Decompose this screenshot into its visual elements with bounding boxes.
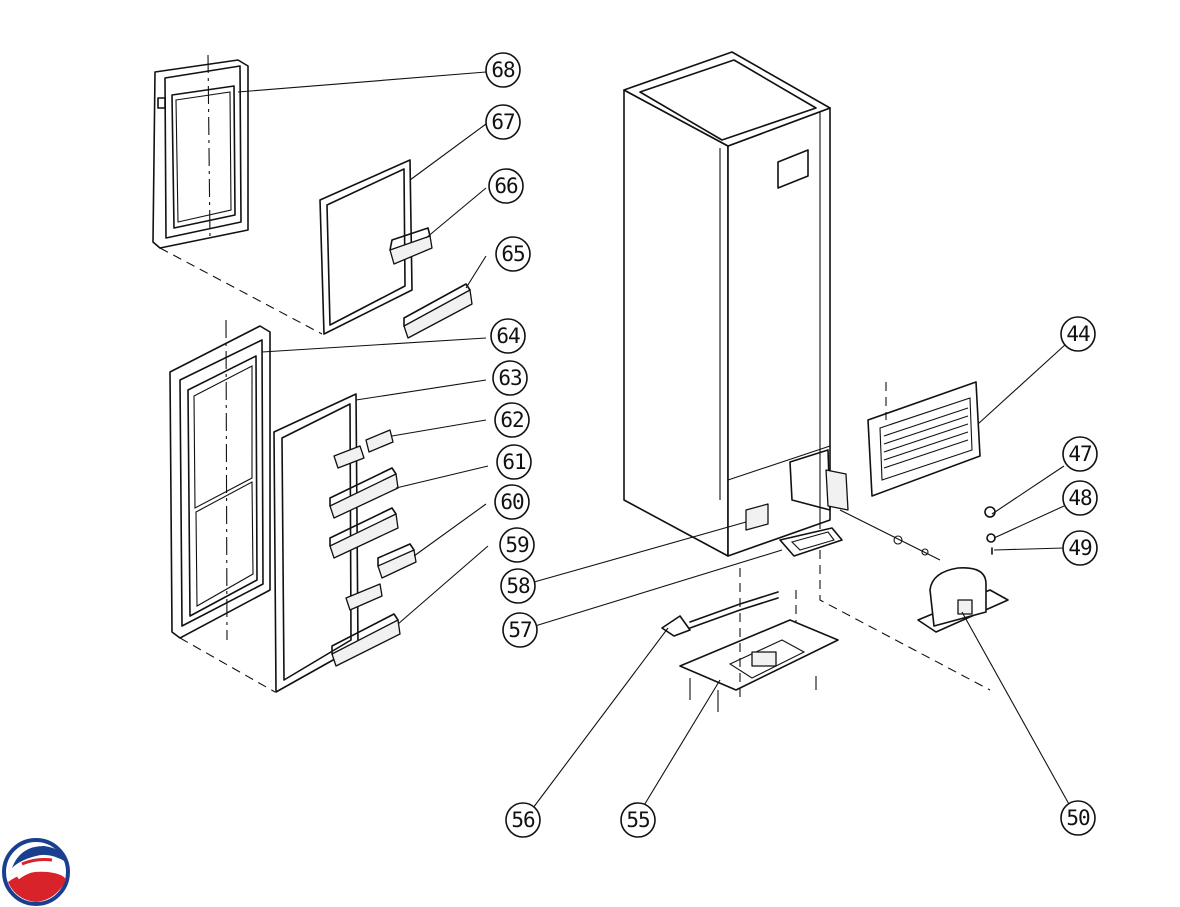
- fridge-cabinet: [623, 51, 849, 557]
- callout-61: 61: [496, 444, 532, 480]
- power-cord: [661, 591, 779, 637]
- svg-text:64: 64: [496, 324, 520, 348]
- callout-60: 60: [494, 484, 530, 520]
- freezer-door-shelf-long: [403, 283, 473, 339]
- svg-text:58: 58: [506, 574, 530, 598]
- drip-tray: [779, 527, 843, 557]
- fridge-door: [169, 319, 271, 641]
- svg-text:66: 66: [494, 174, 518, 198]
- relay-box: [745, 503, 769, 531]
- svg-text:59: 59: [505, 533, 529, 557]
- grommet-parts: [984, 506, 996, 555]
- svg-text:68: 68: [491, 58, 515, 82]
- svg-text:48: 48: [1068, 486, 1092, 510]
- callout-66: 66: [488, 168, 524, 204]
- callout-47: 47: [1062, 436, 1098, 472]
- svg-text:67: 67: [491, 110, 515, 134]
- rear-cover-plate: [867, 381, 981, 497]
- fridge-door-shelves: [329, 467, 417, 667]
- callout-68: 68: [485, 52, 521, 88]
- callout-44: 44: [1060, 316, 1096, 352]
- svg-text:57: 57: [508, 618, 532, 642]
- callout-65: 65: [495, 236, 531, 272]
- svg-text:56: 56: [511, 808, 535, 832]
- freezer-door-gasket: [319, 159, 413, 335]
- callout-62: 62: [494, 402, 530, 438]
- callout-57: 57: [502, 612, 538, 648]
- freezer-door: [152, 54, 249, 249]
- svg-text:49: 49: [1068, 536, 1092, 560]
- svg-text:44: 44: [1066, 322, 1090, 346]
- svg-text:50: 50: [1066, 806, 1090, 830]
- callout-49: 49: [1062, 530, 1098, 566]
- callout-50: 50: [1060, 800, 1096, 836]
- callout-64: 64: [490, 318, 526, 354]
- callout-67: 67: [485, 104, 521, 140]
- brand-swirl-logo-icon: [2, 838, 70, 906]
- svg-text:60: 60: [500, 490, 524, 514]
- leader-lines: [237, 71, 1071, 813]
- callout-63: 63: [492, 360, 528, 396]
- svg-text:47: 47: [1068, 442, 1092, 466]
- freezer-door-shelf-small: [389, 227, 433, 265]
- svg-text:61: 61: [502, 450, 526, 474]
- callout-48: 48: [1062, 480, 1098, 516]
- svg-text:55: 55: [626, 808, 649, 832]
- callout-58: 58: [500, 568, 536, 604]
- compressor: [917, 567, 1009, 633]
- callout-59: 59: [499, 527, 535, 563]
- svg-text:63: 63: [498, 366, 522, 390]
- svg-text:65: 65: [501, 242, 524, 266]
- callout-55: 55: [620, 802, 656, 838]
- egg-tray: [333, 429, 394, 469]
- svg-text:62: 62: [500, 408, 523, 432]
- base-plate: [679, 619, 839, 691]
- callout-56: 56: [505, 802, 541, 838]
